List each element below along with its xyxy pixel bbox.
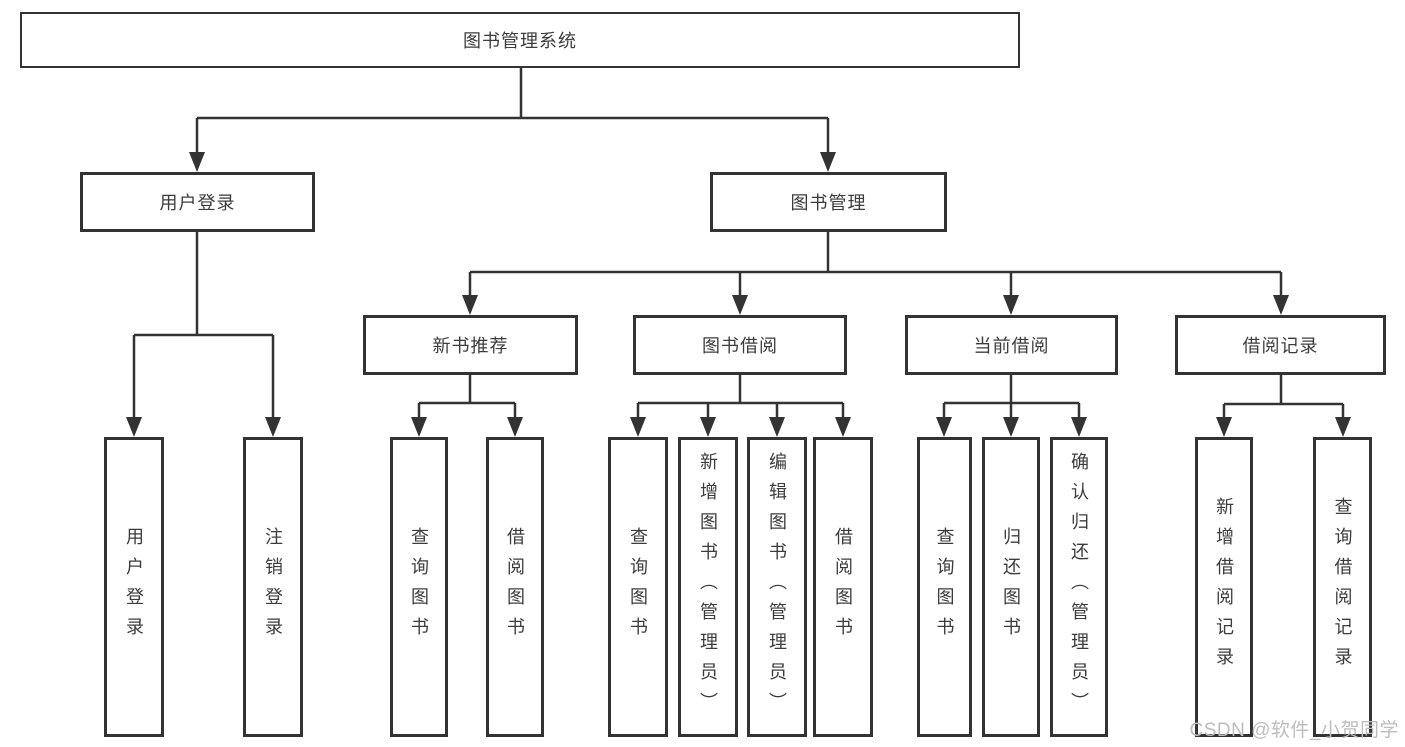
leaf-user-login: 用户登录	[104, 437, 164, 737]
node-book-borrow-label: 图书借阅	[702, 336, 778, 356]
arrowheads	[126, 152, 1351, 437]
leaf-query-book-2-label: 查询图书	[628, 527, 648, 647]
leaf-query-borrow-record-label: 查询借阅记录	[1332, 497, 1353, 677]
leaf-confirm-return-admin: 确认归还（管理员）	[1050, 437, 1108, 737]
node-root: 图书管理系统	[20, 12, 1020, 68]
node-book-borrow: 图书借阅	[633, 315, 847, 375]
node-current-borrow: 当前借阅	[905, 315, 1118, 375]
node-current-borrow-label: 当前借阅	[973, 336, 1050, 356]
leaf-edit-book-admin: 编辑图书（管理员）	[747, 437, 807, 737]
leaf-query-book-1: 查询图书	[390, 437, 448, 737]
node-user-login-label: 用户登录	[159, 193, 236, 213]
leaf-borrow-book-1-label: 借阅图书	[505, 527, 525, 647]
leaf-add-borrow-record: 新增借阅记录	[1195, 437, 1253, 737]
node-root-label: 图书管理系统	[463, 31, 577, 51]
csdn-watermark: CSDN @软件_小贺同学	[1189, 720, 1399, 741]
leaf-borrow-book-1: 借阅图书	[486, 437, 544, 737]
leaf-add-book-admin: 新增图书（管理员）	[678, 437, 738, 737]
leaf-return-book-label: 归还图书	[1001, 527, 1021, 647]
leaf-query-borrow-record: 查询借阅记录	[1313, 437, 1372, 737]
leaf-query-book-3: 查询图书	[917, 437, 972, 737]
leaf-confirm-return-admin-label: 确认归还（管理员）	[1069, 452, 1089, 722]
leaf-query-book-1-label: 查询图书	[409, 527, 429, 647]
node-book-mgmt-label: 图书管理	[790, 193, 867, 213]
leaf-add-book-admin-label: 新增图书（管理员）	[698, 452, 718, 722]
leaf-borrow-book-2: 借阅图书	[813, 437, 873, 737]
leaf-edit-book-admin-label: 编辑图书（管理员）	[767, 452, 787, 722]
node-borrow-records-label: 借阅记录	[1242, 336, 1319, 356]
leaf-logout: 注销登录	[243, 437, 303, 737]
node-borrow-records: 借阅记录	[1175, 315, 1386, 375]
leaf-add-borrow-record-label: 新增借阅记录	[1214, 497, 1234, 677]
leaf-query-book-3-label: 查询图书	[934, 527, 955, 647]
node-user-login: 用户登录	[80, 172, 315, 232]
leaf-borrow-book-2-label: 借阅图书	[833, 527, 853, 647]
leaf-user-login-label: 用户登录	[124, 527, 144, 647]
leaf-logout-label: 注销登录	[263, 527, 283, 647]
leaf-return-book: 归还图书	[982, 437, 1040, 737]
leaf-query-book-2: 查询图书	[608, 437, 668, 737]
node-new-book-rec: 新书推荐	[363, 315, 578, 375]
node-new-book-rec-label: 新书推荐	[432, 336, 509, 356]
node-book-mgmt: 图书管理	[710, 172, 947, 232]
